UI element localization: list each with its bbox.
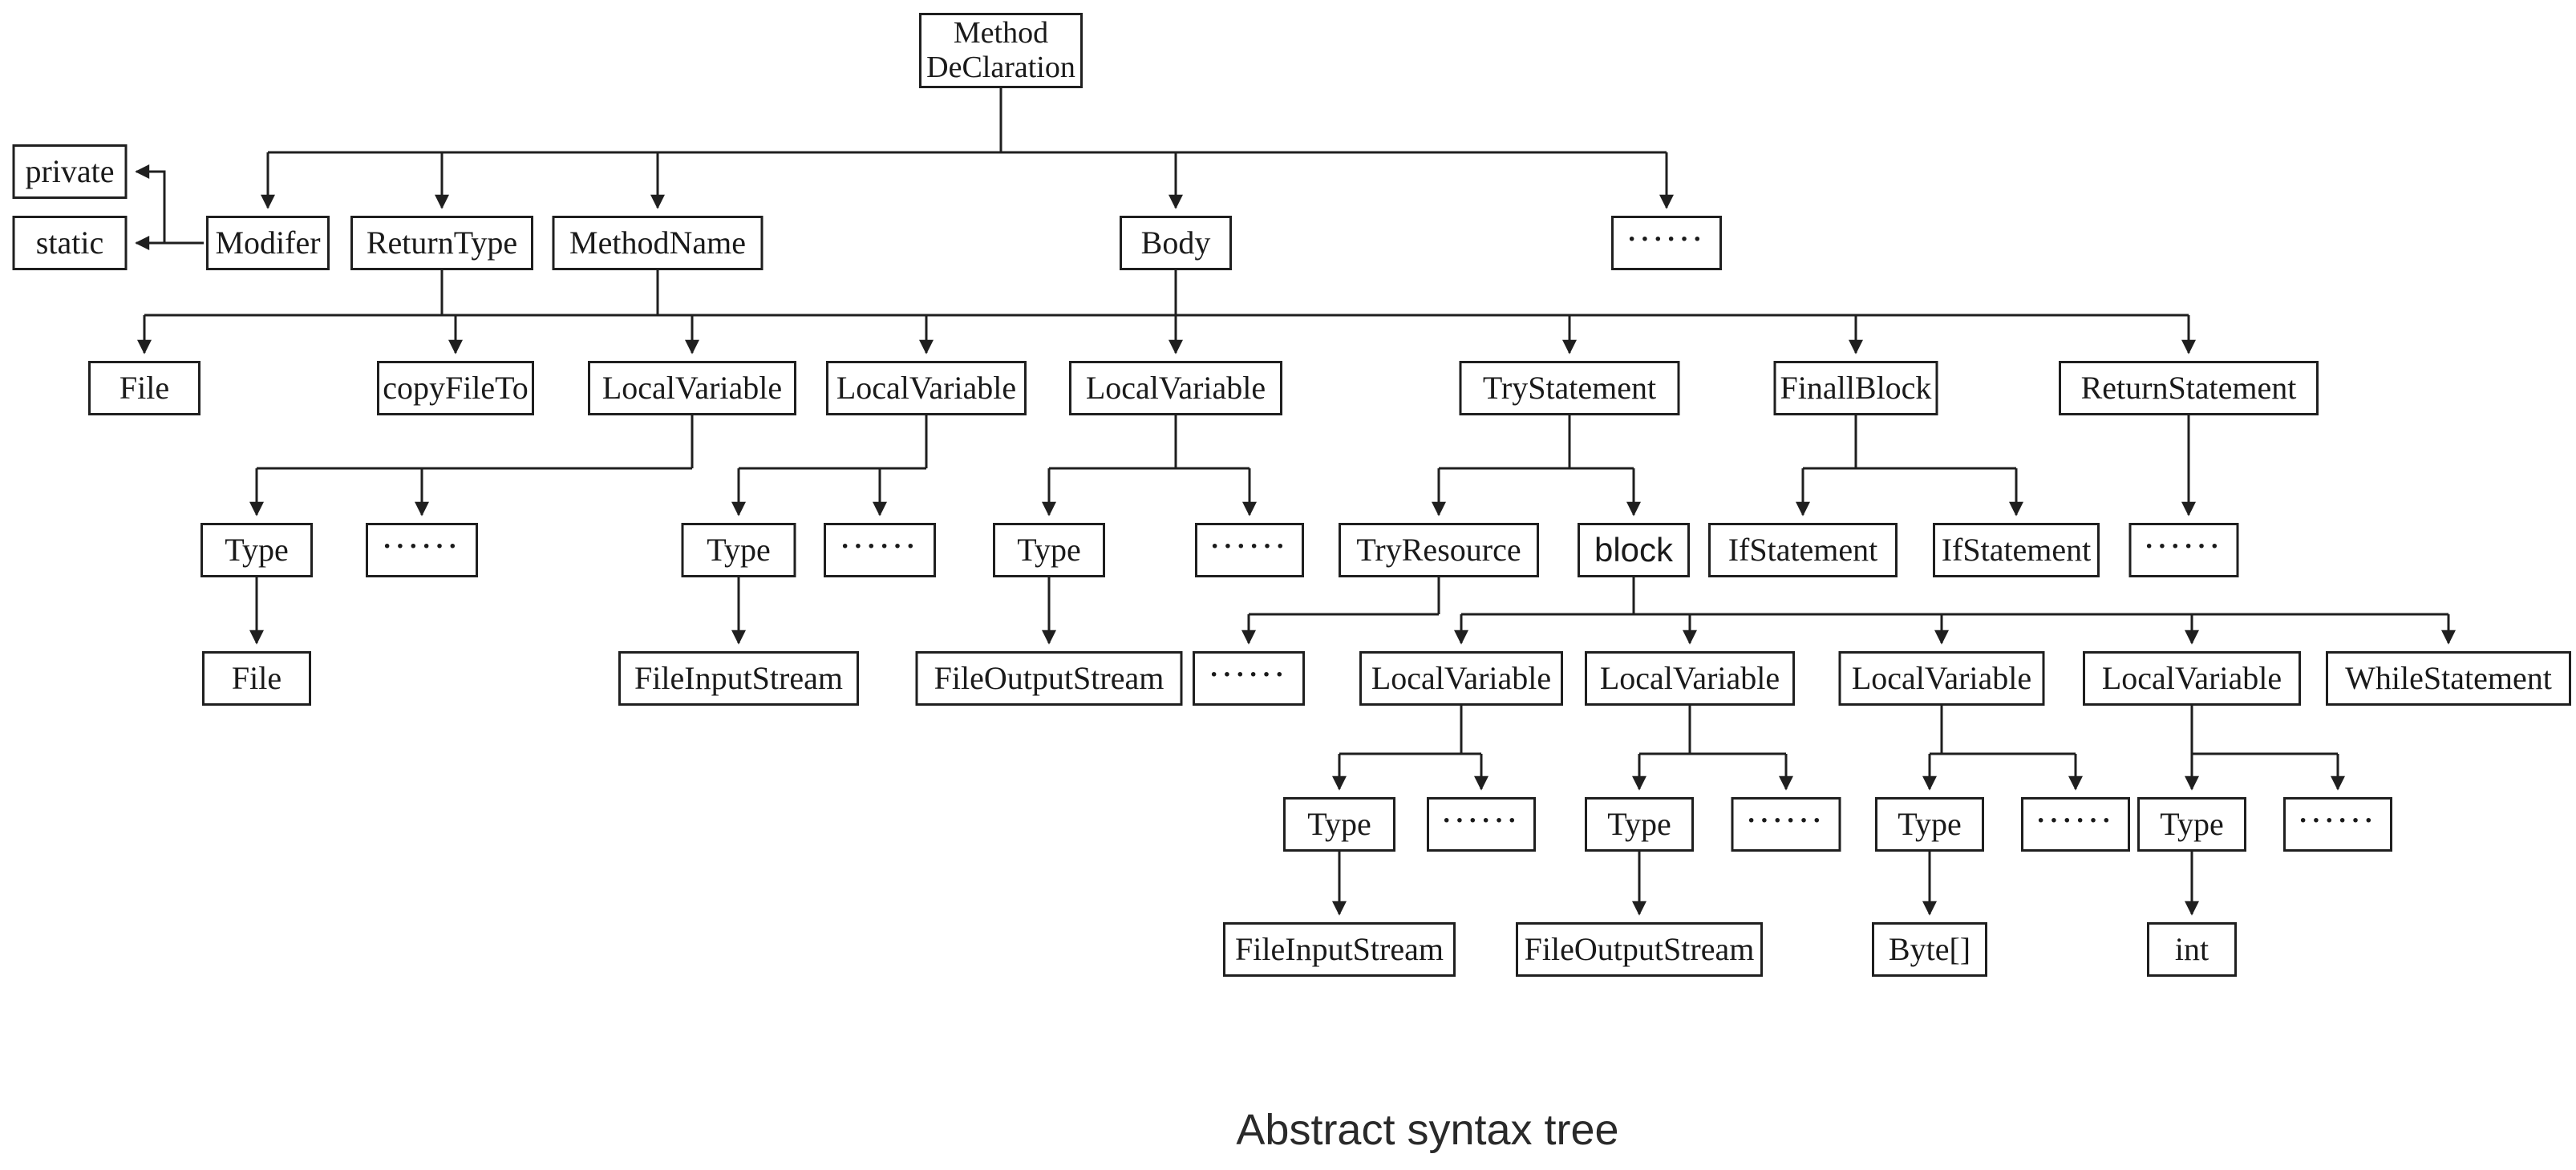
node-dots-6b: ······ [1731,797,1841,852]
node-method-declaration: Method DeClaration [919,13,1083,88]
node-dots-4a: ······ [366,523,478,577]
node-local-variable-5b: LocalVariable [1585,651,1795,706]
node-local-variable-5d: LocalVariable [2083,651,2301,706]
node-dots-6d: ······ [2283,797,2392,852]
node-dots-4b: ······ [824,523,936,577]
node-type-4b: Type [681,523,796,577]
node-local-variable-2: LocalVariable [826,361,1027,415]
node-if-statement-1: IfStatement [1708,523,1898,577]
node-dots-6c: ······ [2021,797,2130,852]
node-local-variable-5c: LocalVariable [1838,651,2045,706]
node-local-variable-1: LocalVariable [588,361,796,415]
node-type-4a: Type [200,523,313,577]
node-block: block [1578,523,1690,577]
node-dots-6a: ······ [1427,797,1536,852]
node-return-statement: ReturnStatement [2059,361,2319,415]
diagram-caption: Abstract syntax tree [1236,1106,1619,1154]
node-body: Body [1120,216,1232,270]
node-file-r3: File [88,361,200,415]
node-try-statement: TryStatement [1459,361,1680,415]
node-file-output-stream-r5: FileOutputStream [915,651,1183,706]
node-int: int [2147,922,2237,977]
node-if-statement-2: IfStatement [1933,523,2100,577]
node-dots-4c: ······ [1195,523,1304,577]
node-method-name: MethodName [552,216,763,270]
node-finall-block: FinallBlock [1773,361,1938,415]
node-file-r5: File [202,651,311,706]
node-dots-4d: ······ [2128,523,2239,577]
node-dots-r5: ······ [1193,651,1305,706]
node-while-statement: WhileStatement [2326,651,2571,706]
node-dots-row2: ······ [1611,216,1722,270]
node-static: static [12,216,128,270]
node-return-type: ReturnType [350,216,533,270]
node-local-variable-3: LocalVariable [1069,361,1282,415]
node-local-variable-5a: LocalVariable [1359,651,1563,706]
node-file-input-stream-r7: FileInputStream [1223,922,1456,977]
node-private: private [12,144,128,199]
node-try-resource: TryResource [1339,523,1539,577]
edge-arrow [135,164,166,243]
node-type-6b: Type [1585,797,1694,852]
node-modifer: Modifer [206,216,330,270]
node-type-4c: Type [993,523,1105,577]
node-copy-file-to: copyFileTo [377,361,534,415]
node-byte-array: Byte[] [1872,922,1987,977]
node-file-output-stream-r7: FileOutputStream [1516,922,1763,977]
node-type-6a: Type [1283,797,1395,852]
node-type-6c: Type [1875,797,1984,852]
node-type-6d: Type [2137,797,2246,852]
node-file-input-stream-r5: FileInputStream [618,651,859,706]
